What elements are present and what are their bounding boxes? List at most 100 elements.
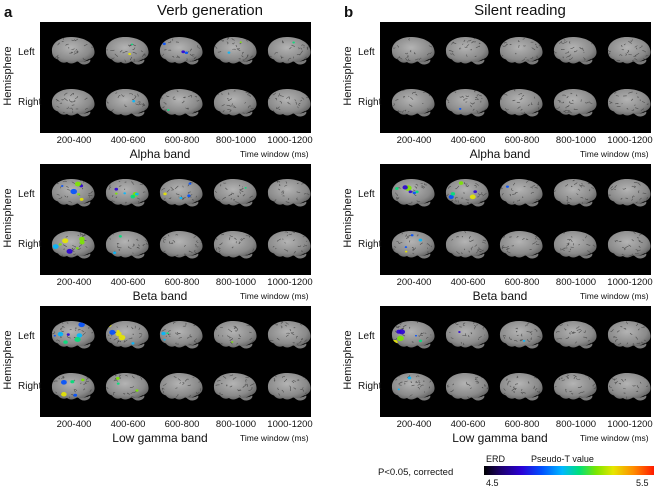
time-window-tick: 200-400	[396, 135, 432, 146]
hemisphere-axis-label: Hemisphere	[342, 188, 354, 248]
hemisphere-left-label: Left	[358, 47, 375, 58]
band-title: Alpha band	[469, 147, 531, 161]
brain-left-image	[553, 320, 597, 349]
brain-left-image	[105, 36, 149, 65]
brain-right-image	[105, 372, 149, 401]
brain-left-image	[499, 36, 543, 65]
hemisphere-axis-label: Hemisphere	[342, 330, 354, 390]
brain-left-image	[391, 178, 435, 207]
time-window-tick: 600-800	[504, 419, 540, 430]
brain-left-image	[499, 320, 543, 349]
brain-right-image	[159, 88, 203, 117]
hemisphere-right-label: Right	[18, 381, 42, 392]
brain-right-image	[267, 230, 311, 259]
brain-left-image	[267, 36, 311, 65]
time-window-tick: 400-600	[110, 135, 146, 146]
hemisphere-left-label: Left	[18, 47, 35, 58]
time-window-tick: 600-800	[504, 277, 540, 288]
hemisphere-right-label: Right	[358, 239, 382, 250]
colorbar-min: 4.5	[486, 478, 499, 488]
brain-left-image	[445, 320, 489, 349]
brain-left-image	[159, 178, 203, 207]
brain-right-image	[391, 230, 435, 259]
brain-right-image	[553, 372, 597, 401]
brain-right-image	[213, 372, 257, 401]
brain-right-image	[553, 230, 597, 259]
hemisphere-left-label: Left	[358, 189, 375, 200]
hemisphere-axis-label: Hemisphere	[2, 46, 14, 106]
time-window-tick: 800-1000	[555, 135, 597, 146]
brain-left-image	[51, 320, 95, 349]
time-window-tick: 200-400	[56, 419, 92, 430]
time-window-tick: 200-400	[396, 277, 432, 288]
time-window-tick: 1000-1200	[267, 135, 313, 146]
hemisphere-right-label: Right	[358, 381, 382, 392]
brain-right-image	[607, 230, 651, 259]
time-window-axis-label: Time window (ms)	[240, 291, 309, 301]
brain-left-image	[607, 320, 651, 349]
panel-b-title: Silent reading	[474, 2, 566, 19]
significance-label: P<0.05, corrected	[378, 467, 454, 478]
time-window-tick: 1000-1200	[607, 277, 653, 288]
brain-left-image	[267, 178, 311, 207]
brain-right-image	[607, 88, 651, 117]
colorbar-max: 5.5	[636, 478, 649, 488]
brain-right-image	[607, 372, 651, 401]
time-window-axis-label: Time window (ms)	[580, 291, 649, 301]
brain-right-image	[51, 88, 95, 117]
brain-right-image	[267, 88, 311, 117]
time-window-tick: 1000-1200	[267, 419, 313, 430]
hemisphere-left-label: Left	[18, 331, 35, 342]
time-window-axis-label: Time window (ms)	[580, 149, 649, 159]
hemisphere-axis-label: Hemisphere	[2, 188, 14, 248]
brain-right-image	[499, 372, 543, 401]
brain-left-image	[553, 178, 597, 207]
brain-left-image	[607, 178, 651, 207]
time-window-tick: 600-800	[504, 135, 540, 146]
brain-right-image	[445, 372, 489, 401]
time-window-tick: 400-600	[110, 277, 146, 288]
brain-left-image	[213, 36, 257, 65]
brain-right-image	[105, 230, 149, 259]
brain-left-image	[607, 36, 651, 65]
panel-a-letter: a	[4, 4, 13, 21]
hemisphere-axis-label: Hemisphere	[342, 46, 354, 106]
time-window-tick: 800-1000	[215, 419, 257, 430]
brain-right-image	[499, 88, 543, 117]
hemisphere-left-label: Left	[358, 331, 375, 342]
brain-left-image	[267, 320, 311, 349]
time-window-tick: 1000-1200	[267, 277, 313, 288]
band-title: Low gamma band	[112, 431, 208, 445]
time-window-tick: 1000-1200	[607, 419, 653, 430]
brain-left-image	[445, 178, 489, 207]
time-window-tick: 800-1000	[215, 277, 257, 288]
time-window-axis-label: Time window (ms)	[240, 433, 309, 443]
hemisphere-left-label: Left	[18, 189, 35, 200]
brain-left-image	[51, 36, 95, 65]
band-title: Low gamma band	[452, 431, 548, 445]
brain-left-image	[159, 320, 203, 349]
band-title: Beta band	[132, 289, 188, 303]
time-window-tick: 400-600	[450, 277, 486, 288]
colorbar-label: Pseudo-T value	[531, 454, 594, 464]
time-window-tick: 600-800	[164, 135, 200, 146]
brain-left-image	[391, 36, 435, 65]
hemisphere-axis-label: Hemisphere	[2, 330, 14, 390]
hemisphere-right-label: Right	[18, 239, 42, 250]
hemisphere-right-label: Right	[358, 97, 382, 108]
brain-right-image	[553, 88, 597, 117]
brain-right-image	[391, 88, 435, 117]
brain-right-image	[105, 88, 149, 117]
panel-b-letter: b	[344, 4, 354, 21]
time-window-tick: 1000-1200	[607, 135, 653, 146]
brain-right-image	[159, 230, 203, 259]
brain-left-image	[553, 36, 597, 65]
time-window-tick: 800-1000	[555, 419, 597, 430]
brain-left-image	[445, 36, 489, 65]
time-window-tick: 400-600	[110, 419, 146, 430]
brain-left-image	[391, 320, 435, 349]
brain-right-image	[159, 372, 203, 401]
time-window-axis-label: Time window (ms)	[580, 433, 649, 443]
brain-right-image	[445, 88, 489, 117]
brain-left-image	[213, 320, 257, 349]
